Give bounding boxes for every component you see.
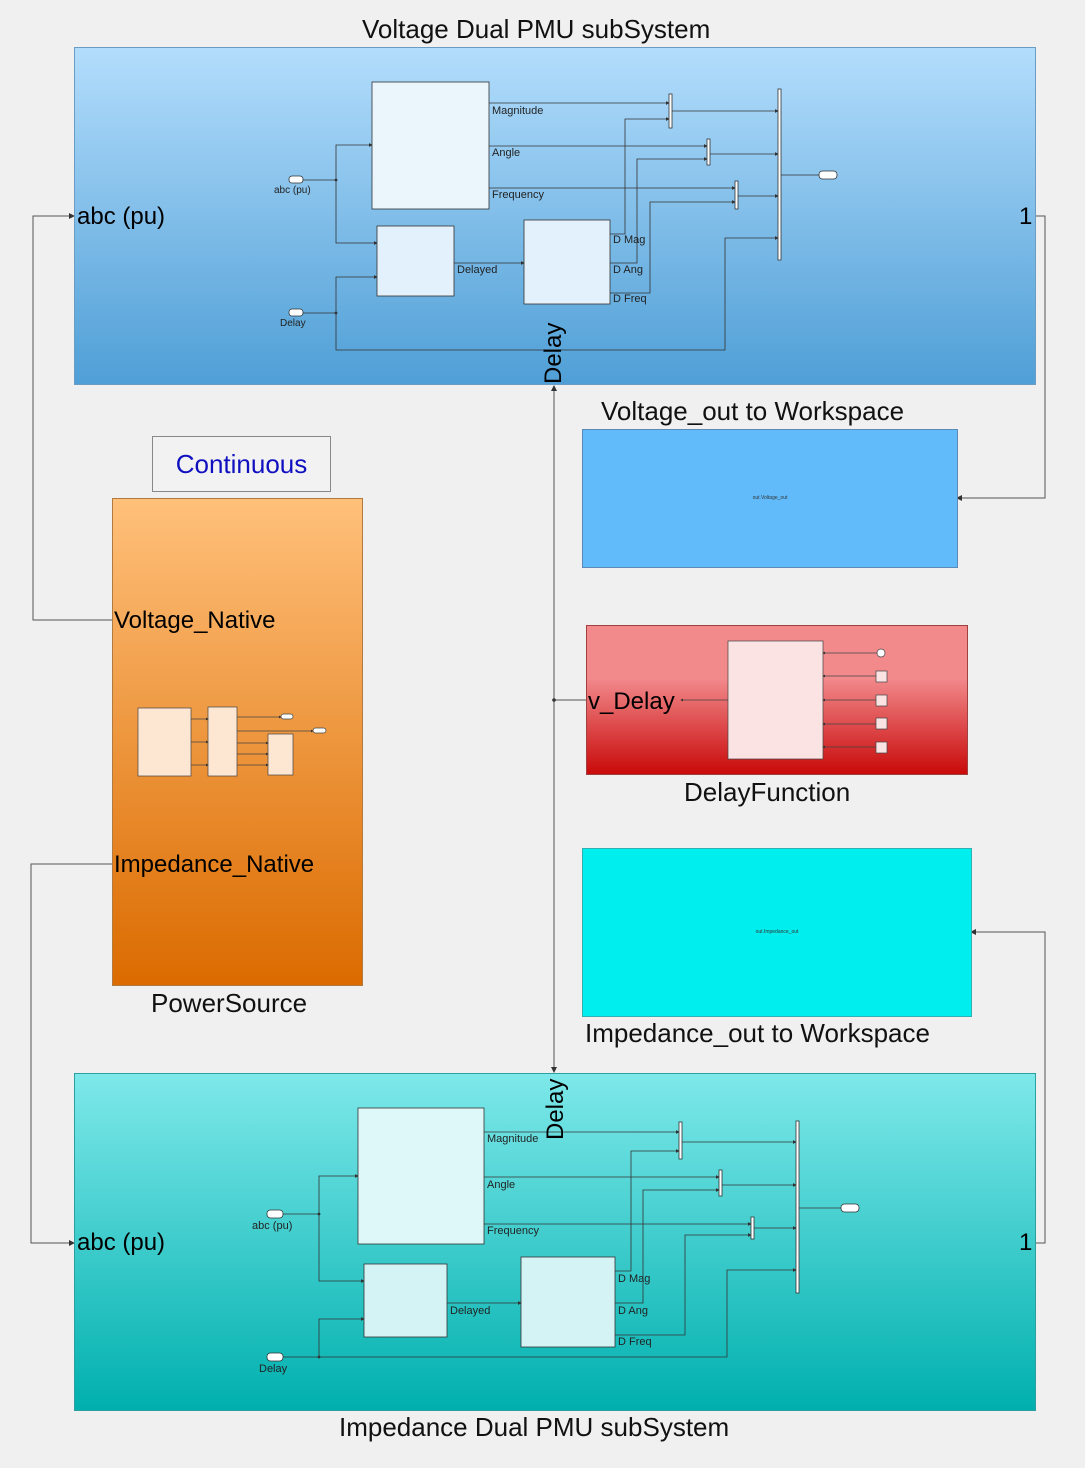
power-source-block[interactable]: Voltage_Native Impedance_Native xyxy=(112,498,363,986)
delay-function-title: DelayFunction xyxy=(684,777,851,807)
continuous-block[interactable]: Continuous xyxy=(152,436,331,492)
impedance-pmu-magnitude-label: Magnitude xyxy=(487,1133,539,1145)
impedance-pmu-block[interactable]: abc (pu) Delay Magnitude Angle Frequency… xyxy=(74,1073,1036,1411)
voltage-ws-content: out.Voltage_out xyxy=(752,495,788,501)
voltage-pmu-dang-label: D Ang xyxy=(613,264,643,276)
voltage-pmu-dfreq-label: D Freq xyxy=(613,293,647,305)
impedance-ws-content: out.Impedance_out xyxy=(755,929,799,935)
impedance-pmu-dang-label: D Ang xyxy=(618,1305,648,1317)
impedance-pmu-dmag-label: D Mag xyxy=(618,1273,651,1285)
delay-function-inner-diagram xyxy=(680,640,888,760)
delay-function-block[interactable]: v_Delay xyxy=(586,625,968,775)
voltage-pmu-angle-label: Angle xyxy=(492,147,521,159)
impedance-pmu-delay-port: Delay xyxy=(542,1078,569,1140)
v-delay-port: v_Delay xyxy=(588,688,675,715)
voltage-pmu-delayed-label: Delayed xyxy=(457,264,498,276)
voltage-pmu-inner-diagram xyxy=(288,81,838,351)
impedance-pmu-inner-abc-label: abc (pu) xyxy=(252,1220,293,1232)
impedance-pmu-delayed-label: Delayed xyxy=(450,1305,491,1317)
impedance-pmu-inner-diagram xyxy=(266,1107,860,1362)
impedance-ws-block[interactable]: out.Impedance_out xyxy=(582,848,972,1017)
voltage-ws-block[interactable]: out.Voltage_out xyxy=(582,429,958,568)
impedance-pmu-angle-label: Angle xyxy=(487,1179,516,1191)
voltage-pmu-delay-port: Delay xyxy=(540,322,567,384)
voltage-native-port: Voltage_Native xyxy=(114,607,276,634)
impedance-ws-title: Impedance_out to Workspace xyxy=(585,1018,930,1048)
impedance-pmu-frequency-label: Frequency xyxy=(487,1225,539,1237)
voltage-pmu-inner-delay-label: Delay xyxy=(280,318,306,329)
voltage-pmu-frequency-label: Frequency xyxy=(492,189,544,201)
power-source-title: PowerSource xyxy=(151,988,308,1018)
wire-impedance-out xyxy=(970,929,1046,1244)
continuous-label: Continuous xyxy=(175,449,308,479)
impedance-pmu-out-port: 1 xyxy=(1019,1229,1033,1256)
voltage-pmu-block[interactable]: abc (pu) Delay Magnitude Angle Frequency… xyxy=(74,47,1036,385)
voltage-pmu-dmag-label: D Mag xyxy=(613,234,646,246)
impedance-pmu-title: Impedance Dual PMU subSystem xyxy=(339,1412,730,1442)
impedance-native-port: Impedance_Native xyxy=(114,851,315,878)
wire-voltage-native xyxy=(32,213,112,621)
power-source-inner-diagram xyxy=(137,706,327,777)
impedance-pmu-dfreq-label: D Freq xyxy=(618,1336,652,1348)
wire-impedance-native xyxy=(30,863,112,1246)
impedance-pmu-abc-port: abc (pu) xyxy=(77,1229,166,1256)
voltage-pmu-out-port: 1 xyxy=(1019,203,1033,230)
voltage-pmu-magnitude-label: Magnitude xyxy=(492,105,544,117)
voltage-pmu-abc-port: abc (pu) xyxy=(77,203,166,230)
voltage-pmu-inner-abc-label: abc (pu) xyxy=(274,185,311,196)
impedance-pmu-inner-delay-label: Delay xyxy=(259,1363,288,1375)
wire-voltage-out xyxy=(956,215,1046,501)
voltage-ws-title: Voltage_out to Workspace xyxy=(601,396,905,426)
voltage-pmu-title: Voltage Dual PMU subSystem xyxy=(362,14,711,44)
